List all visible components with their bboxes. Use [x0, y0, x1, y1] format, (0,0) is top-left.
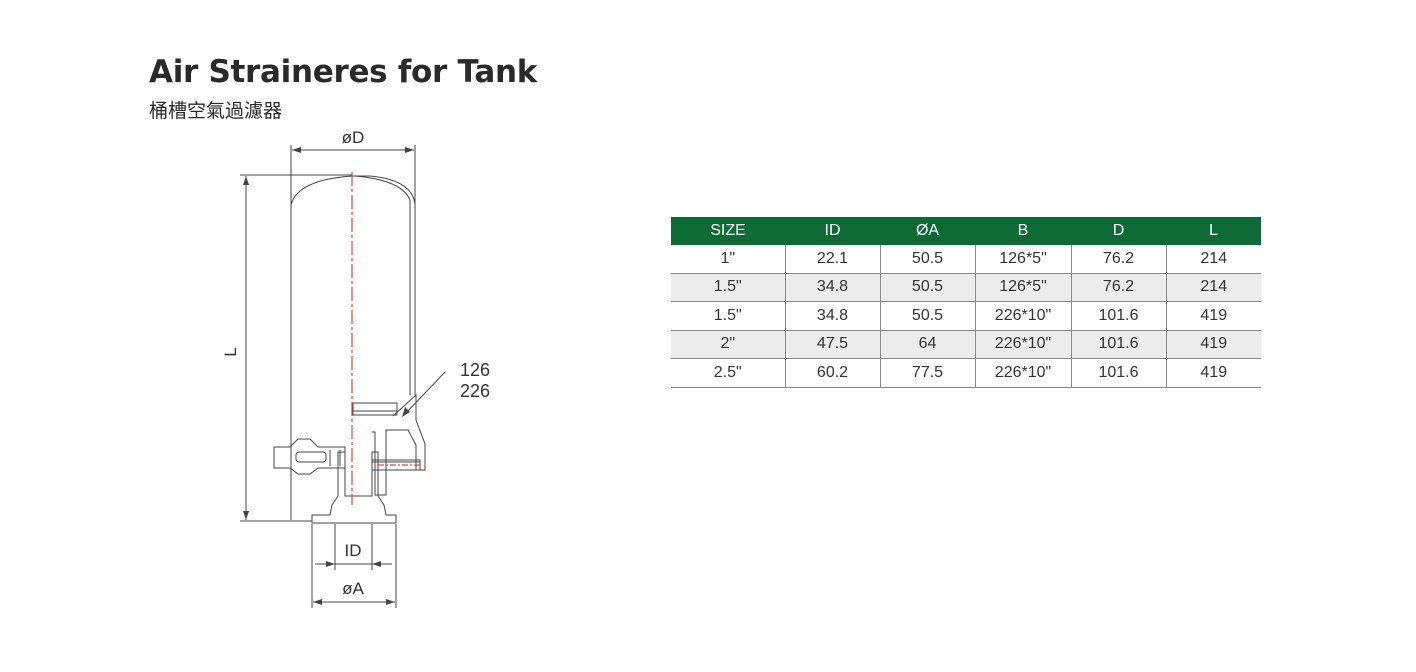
cell-l: 419 [1166, 358, 1261, 388]
cell-oa: 50.5 [880, 301, 976, 331]
header-d: D [1071, 217, 1166, 245]
header-id: ID [785, 217, 880, 245]
cell-oa: 50.5 [880, 273, 976, 302]
cell-d: 76.2 [1071, 245, 1167, 274]
header-b: B [975, 217, 1071, 245]
cell-oa: 50.5 [880, 245, 976, 274]
cell-d: 101.6 [1071, 301, 1167, 331]
cell-size: 1.5" [671, 301, 786, 331]
table-header-row: SIZE ID ØA B D L [671, 217, 1261, 245]
id-label: ID [345, 541, 362, 560]
spec-table: SIZE ID ØA B D L 1" 22.1 50.5 126*5" 76.… [671, 217, 1261, 388]
header-l: L [1166, 217, 1261, 245]
cell-size: 2.5" [671, 358, 786, 388]
cell-id: 60.2 [785, 358, 881, 388]
cell-b: 126*5" [975, 273, 1072, 302]
cell-size: 1.5" [671, 273, 786, 302]
table-row: 2" 47.5 64 226*10" 101.6 419 [671, 330, 1261, 359]
cell-id: 47.5 [785, 330, 881, 359]
oa-label: øA [342, 579, 364, 598]
cell-l: 214 [1166, 273, 1261, 302]
table-row: 1.5" 34.8 50.5 226*10" 101.6 419 [671, 301, 1261, 331]
strainer-drawing: øD L 126 226 ID øA [221, 128, 490, 608]
table-row: 1.5" 34.8 50.5 126*5" 76.2 214 [671, 273, 1261, 302]
l-label: L [221, 347, 240, 356]
page-subtitle: 桶槽空氣過濾器 [149, 100, 283, 122]
cell-size: 1" [671, 245, 786, 274]
cell-d: 101.6 [1071, 330, 1167, 359]
cell-b: 226*10" [975, 301, 1072, 331]
cell-id: 34.8 [785, 301, 881, 331]
header-oa: ØA [880, 217, 975, 245]
od-label: øD [342, 128, 365, 147]
cell-oa: 64 [880, 330, 976, 359]
cell-l: 214 [1166, 245, 1261, 274]
header-size: SIZE [671, 217, 785, 245]
page-title: Air Straineres for Tank [149, 54, 538, 90]
cell-l: 419 [1166, 301, 1261, 331]
cell-size: 2" [671, 330, 786, 359]
cell-b: 126*5" [975, 245, 1072, 274]
cell-id: 34.8 [785, 273, 881, 302]
cell-oa: 77.5 [880, 358, 976, 388]
table-row: 2.5" 60.2 77.5 226*10" 101.6 419 [671, 358, 1261, 388]
cell-l: 419 [1166, 330, 1261, 359]
b-label-126: 126 [460, 360, 490, 380]
cell-d: 76.2 [1071, 273, 1167, 302]
table-row: 1" 22.1 50.5 126*5" 76.2 214 [671, 245, 1261, 274]
b-label-226: 226 [460, 381, 490, 401]
cell-b: 226*10" [975, 358, 1072, 388]
cell-b: 226*10" [975, 330, 1072, 359]
cell-d: 101.6 [1071, 358, 1167, 388]
cell-id: 22.1 [785, 245, 881, 274]
